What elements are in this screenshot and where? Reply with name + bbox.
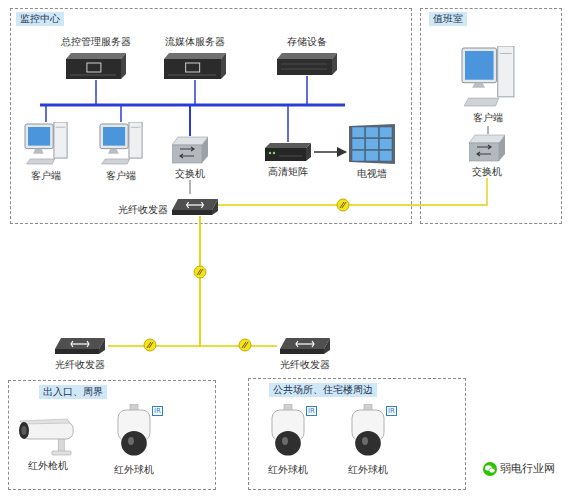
ir-badge: IR — [386, 406, 397, 416]
device-node: 光纤收发器 — [52, 337, 108, 371]
device-node: 交换机 — [465, 134, 509, 178]
device-label: 光纤收发器 — [118, 204, 168, 216]
computer-icon — [24, 122, 68, 166]
device-node: 高清矩阵 — [262, 142, 314, 178]
server-icon — [164, 52, 226, 80]
group-box: 公共场所、住宅楼周边红外球机红外球机 — [248, 378, 466, 490]
bullet-camera-icon — [16, 416, 80, 456]
device-node: 流媒体服务器 — [160, 36, 230, 80]
server-icon — [66, 52, 126, 80]
computer-icon — [461, 46, 515, 108]
group-box: 值班室客户端交换机 — [420, 8, 562, 224]
network-cable — [189, 180, 191, 194]
bus-link — [190, 105, 288, 142]
signal-arrow — [314, 151, 346, 153]
device-label: 总控管理服务器 — [61, 36, 131, 48]
device-node: 客户端 — [22, 122, 70, 182]
wechat-icon — [483, 462, 497, 476]
device-node: 客户端 — [97, 122, 145, 182]
bus-link — [96, 80, 190, 136]
dome-camera-icon — [114, 404, 154, 460]
dome-camera-icon — [268, 404, 308, 460]
device-label: 高清矩阵 — [268, 166, 308, 178]
device-label: 存储设备 — [287, 36, 327, 48]
device-label: 交换机 — [472, 166, 502, 178]
group-box: 出入口、周界红外枪机 红外球机 — [8, 380, 216, 490]
fiber-link — [200, 216, 277, 346]
transceiver-icon — [280, 337, 330, 355]
transceiver-icon — [172, 198, 218, 216]
device-node: 总控管理服务器 — [62, 36, 130, 80]
device-label: 客户端 — [31, 170, 61, 182]
switch-icon — [469, 134, 505, 162]
storage-icon — [277, 52, 337, 76]
watermark: 弱电行业网 — [500, 462, 555, 476]
computer-icon — [99, 122, 143, 166]
fiber-marker — [144, 339, 156, 351]
device-label: 光纤收发器 — [280, 359, 330, 371]
group-title: 出入口、周界 — [39, 385, 107, 399]
device-label: 客户端 — [473, 112, 503, 124]
device-node: 客户端 — [458, 46, 518, 126]
device-label: 红外球机 — [348, 464, 388, 476]
device-node: 红外枪机 — [14, 416, 82, 474]
device-label: 红外枪机 — [28, 460, 68, 472]
device-label: 红外球机 — [114, 464, 154, 476]
device-label: 电视墙 — [357, 168, 387, 180]
device-label: 流媒体服务器 — [165, 36, 225, 48]
fiber-link — [108, 216, 200, 346]
device-node: 交换机 — [168, 136, 212, 180]
ir-badge: IR — [152, 406, 163, 416]
group-title: 值班室 — [429, 12, 467, 26]
fiber-link — [218, 178, 487, 205]
dome-camera-icon — [348, 404, 388, 460]
group-box: 监控中心总控管理服务器 流媒体服务器 存储设备客户端 客户端 交换机 高清矩阵 电视墙光纤收… — [10, 8, 412, 224]
device-label: 红外球机 — [268, 464, 308, 476]
device-label: 交换机 — [175, 168, 205, 180]
switch-icon — [172, 136, 208, 164]
matrix-icon — [265, 142, 311, 162]
device-node: 光纤收发器 — [277, 337, 333, 371]
bus-link — [46, 105, 190, 136]
bus-link — [121, 105, 190, 136]
device-label: 客户端 — [106, 170, 136, 182]
network-cable — [487, 126, 489, 134]
fiber-marker — [239, 339, 251, 351]
device-node: 光纤收发器 — [112, 194, 218, 216]
group-title: 公共场所、住宅楼周边 — [269, 383, 377, 397]
transceiver-icon — [55, 337, 105, 355]
group-title: 监控中心 — [16, 12, 64, 26]
ir-badge: IR — [306, 406, 317, 416]
device-node: 电视墙 — [346, 124, 398, 180]
video-wall-icon — [349, 124, 395, 164]
fiber-marker — [337, 199, 349, 211]
device-node: 存储设备 — [272, 36, 342, 76]
device-label: 光纤收发器 — [55, 359, 105, 371]
bus-link — [190, 76, 307, 136]
fiber-marker — [194, 266, 206, 278]
